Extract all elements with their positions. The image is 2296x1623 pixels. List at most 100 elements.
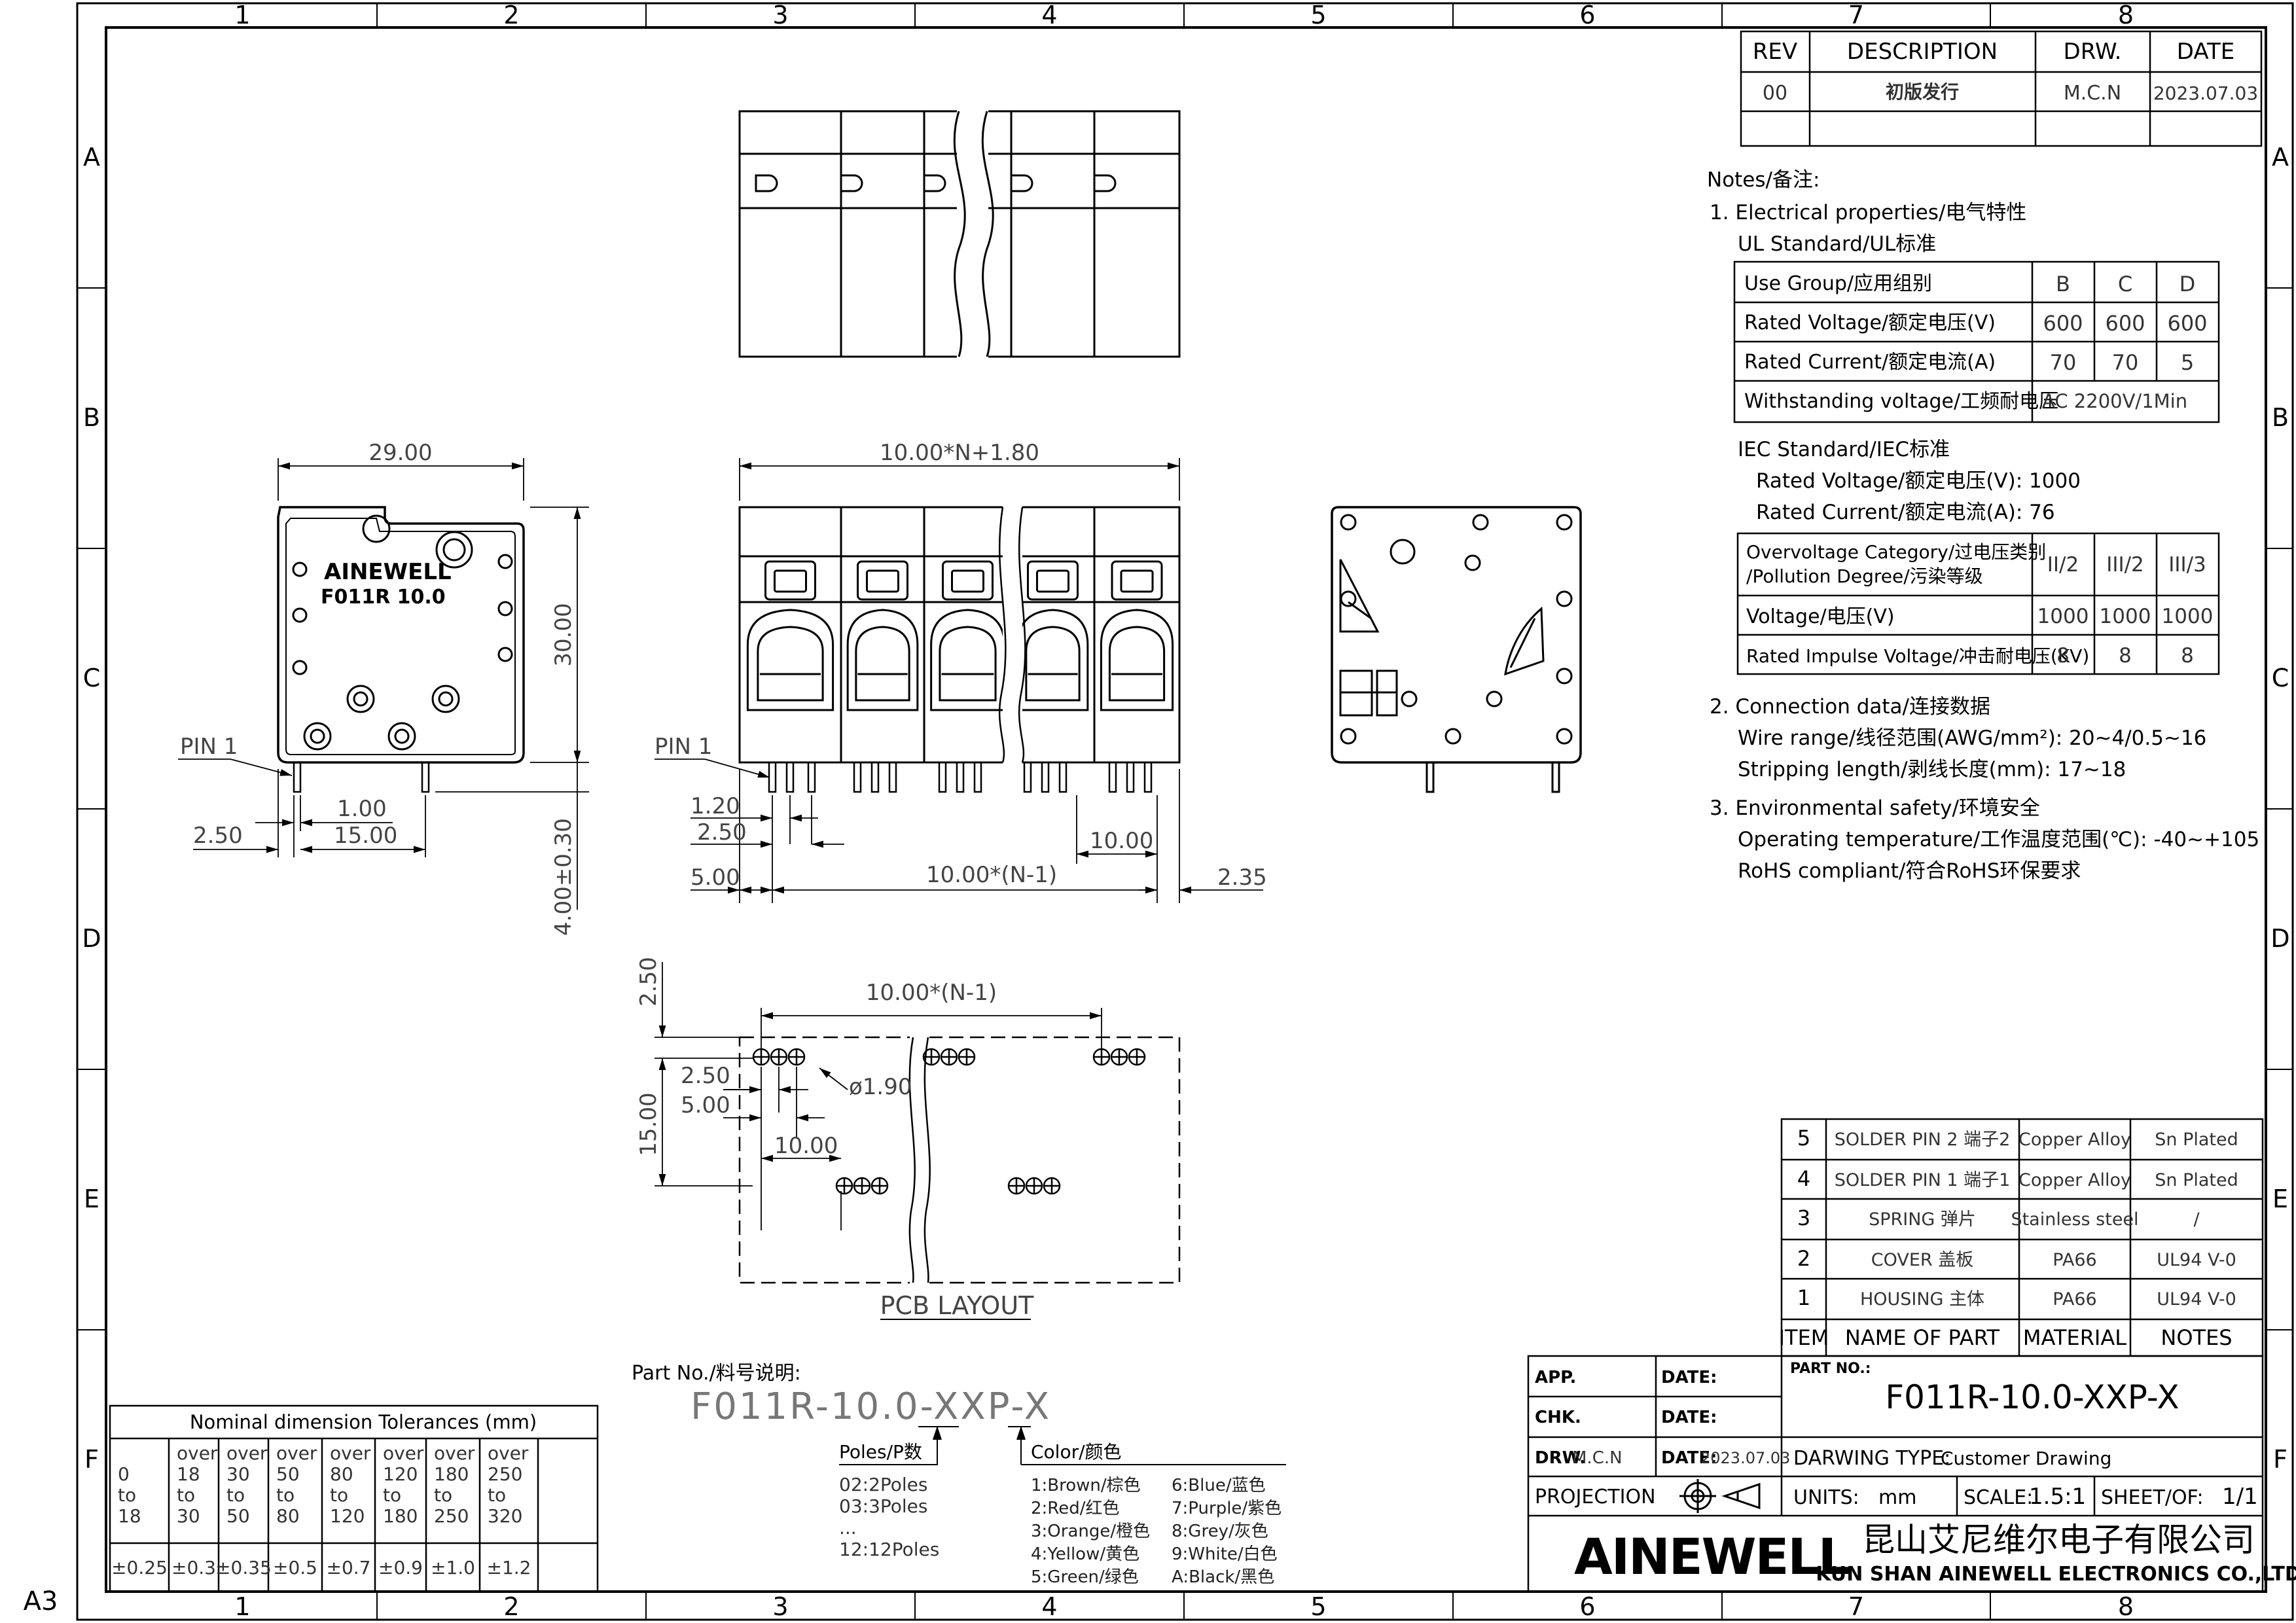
note-connection: 2. Connection data/连接数据 [1710,695,1990,719]
tolerance-range: over [177,1442,218,1464]
release-slot [942,560,994,601]
tolerance-value: ±0.3 [171,1557,216,1578]
iec-row-voltage: Voltage/电压(V) [1746,605,1895,628]
bom-cell: 5 [1797,1126,1810,1150]
drawing-type-label: DARWING TYPE: [1793,1447,1950,1470]
tolerance-range: over [434,1442,475,1464]
date-header: DATE [2177,39,2234,65]
scale-value: 1.5:1 [2029,1484,2086,1510]
wire-entry-inner [757,626,824,702]
poles-option: 02:2Poles [839,1474,928,1495]
ul-cell: AC 2200V/1Min [2042,390,2187,412]
bom-cell: UL94 V-0 [2157,1250,2236,1270]
ul-cell: 600 [2043,311,2083,336]
iec-cell: II/2 [2047,553,2079,577]
part-no-explain-label: Part No./料号说明: [632,1362,801,1385]
solder-pin [768,761,777,793]
dim-pitch-n: 10.00*(N-1) [926,862,1057,888]
tolerance-range: over [383,1442,424,1464]
color-option: 5:Green/绿色 [1031,1567,1139,1587]
iec-cell: 1000 [2100,605,2151,628]
ul-row-voltage: Rated Voltage/额定电压(V) [1744,312,1996,334]
zone-col-label: 2 [503,1,519,29]
pcb-layout: 10.00*(N-1) 2.50 15.00 2.50 5.00 10.00 ø… [636,957,1181,1320]
zone-row-label: C [2272,664,2289,692]
solder-pin [956,761,965,793]
color-option: A:Black/黑色 [1172,1567,1274,1587]
notes-section: Notes/备注: 1. Electrical properties/电气特性 … [1707,168,2259,883]
zone-col-label: 5 [1310,1592,1326,1621]
color-option: 4:Yellow/黄色 [1031,1544,1139,1564]
dim-10-00: 10.00 [1090,828,1153,854]
notes-title: Notes/备注: [1707,168,1820,192]
dim-pin-length: 4.00±0.30 [550,818,577,936]
tolerance-range: 250 [488,1463,522,1485]
tolerance-range: 30 [177,1505,200,1527]
wire-entry-inner [855,626,910,702]
pcb-dim-15-00-vert: 15.00 [636,1092,662,1156]
solder-pin [870,761,880,793]
release-slot [1027,560,1079,601]
company-logo: AINEWELL 昆山艾尼维尔电子有限公司 KUN SHAN AINEWELL … [1574,1521,2296,1586]
bom-cell: Copper Alloy [2018,1130,2131,1150]
iec-cell: III/3 [2168,553,2206,577]
color-option: 2:Red/红色 [1031,1499,1119,1518]
tolerance-range: 80 [330,1463,353,1485]
poles-option: 12:12Poles [839,1539,939,1560]
iec-cell: 8 [2056,644,2070,668]
bom-cell: HOUSING 主体 [1860,1289,1984,1310]
ul-cell: 600 [2105,311,2145,336]
zone-ticks [77,3,2293,1620]
solder-pin [1143,761,1153,793]
solder-pin [938,761,947,793]
iec-table: Overvoltage Category/过电压类别 /Pollution De… [1736,532,2220,675]
dim-height: 30.00 [550,603,577,666]
wire-entry [930,609,1005,711]
zone-row-label: F [84,1445,99,1474]
top-view [738,108,1181,360]
drawn-header: DRW. [2064,39,2122,65]
tolerance-value: ±1.2 [487,1557,531,1578]
tolerance-range: to [330,1484,348,1506]
tolerance-range: over [488,1442,529,1464]
end-view [1331,506,1582,793]
ul-cell: 5 [2181,350,2194,375]
bom-cell: 3 [1797,1205,1810,1230]
iec-row-impulse: Rated Impulse Voltage/冲击耐电压(KV) [1746,645,2089,667]
pcb-hole-diameter: ø1.90 [849,1074,912,1100]
note-stripping: Stripping length/剥线长度(mm): 17~18 [1738,758,2126,781]
release-slot [857,560,908,601]
zone-row-label: E [84,1185,99,1213]
company-name-en: KUN SHAN AINEWELL ELECTRONICS CO.,LTD [1816,1563,2296,1586]
solder-pin [1126,761,1135,793]
release-slot-inner [866,569,899,593]
note-iec-current: Rated Current/额定电流(A): 76 [1756,501,2055,524]
side-pin1-label: PIN 1 [180,734,238,760]
iec-cell: 8 [2181,644,2194,668]
tolerance-range: 50 [276,1463,300,1485]
zone-row-label: B [2272,403,2289,432]
bom-cell: SPRING 弹片 [1869,1209,1976,1230]
tolerance-value: ±0.35 [215,1557,272,1578]
wire-entry [1016,609,1089,711]
note-environment: 3. Environmental safety/环境安全 [1710,796,2040,820]
release-slot [1111,560,1163,601]
bom-cell: SOLDER PIN 1 端子1 [1835,1170,2011,1190]
tolerance-range: 0 [118,1463,130,1485]
front-pin1-label: PIN 1 [655,734,712,760]
ul-row-withstanding: Withstanding voltage/工频耐电压 [1744,390,2058,413]
note-temperature: Operating temperature/工作温度范围(℃): -40~+10… [1738,828,2259,851]
tolerance-range: to [488,1484,506,1506]
bom-cell: Sn Plated [2155,1170,2238,1190]
tolerance-range: over [330,1442,371,1464]
note-iec-standard: IEC Standard/IEC标准 [1738,438,1950,461]
dim-pin-offset: 2.50 [193,823,243,849]
bom-cell: 4 [1797,1166,1810,1191]
tolerance-table: Nominal dimension Tolerances (mm) 0to18o… [109,1404,599,1593]
units-label: UNITS: [1793,1486,1859,1509]
wire-entry [746,609,834,711]
poles-option: 03:3Poles [839,1495,928,1517]
color-label: Color/颜色 [1031,1441,1122,1463]
